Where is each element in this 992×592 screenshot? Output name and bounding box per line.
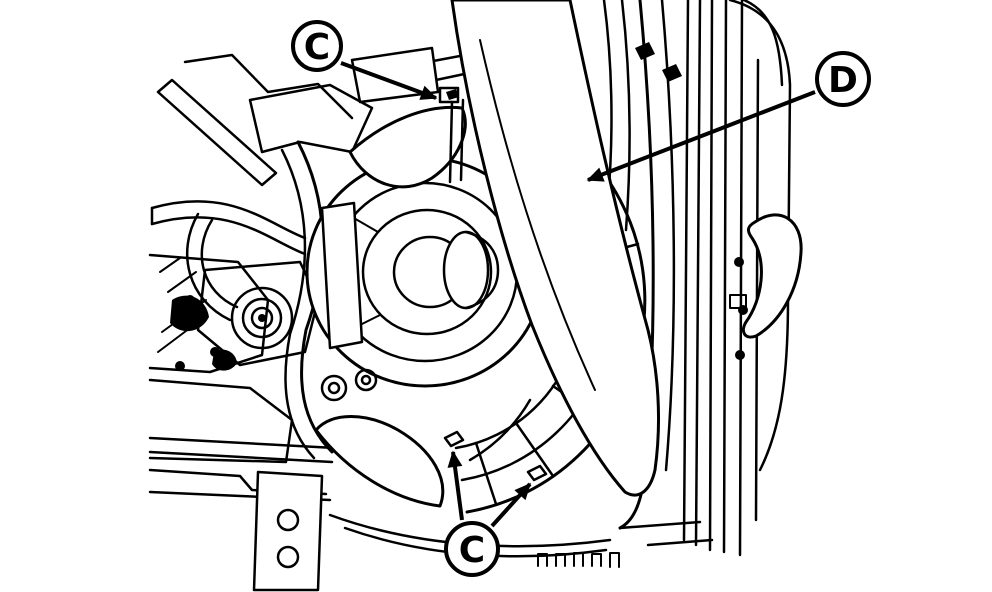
callout-c-top-label: C [304, 27, 330, 68]
callout-c-bottom-arrow-right [490, 482, 532, 528]
callout-d: D [586, 51, 871, 182]
callout-d-circle [815, 51, 871, 107]
fan-blade-lower [314, 415, 445, 508]
callout-d-arrow [586, 90, 816, 182]
shroud-clip-left [443, 430, 465, 448]
callout-c-top-circle [291, 20, 343, 72]
callout-c-top: C [291, 20, 438, 100]
shroud-clip-right [526, 464, 548, 482]
callout-c-bottom-circle [444, 521, 500, 577]
callout-d-label: D [828, 60, 858, 101]
frame-bracket [252, 470, 324, 592]
callout-c-top-arrow [340, 61, 438, 100]
condenser-fins [537, 552, 620, 568]
callout-c-bottom-label: C [459, 530, 485, 571]
callout-c-bottom-arrow-left [447, 450, 464, 521]
callout-c-bottom: C [444, 450, 532, 577]
fan-blade-main [450, 0, 661, 497]
radiator-assembly [602, 0, 803, 557]
lift-handle [741, 213, 803, 339]
